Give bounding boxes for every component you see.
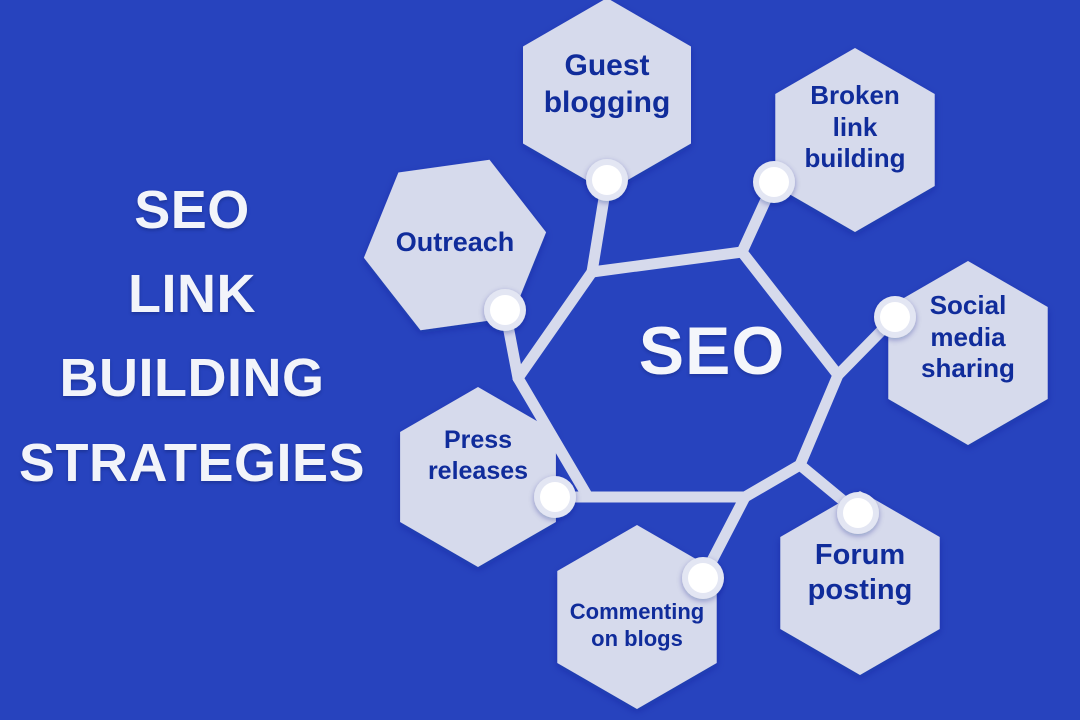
node-dot-forum-posting[interactable] <box>843 498 873 528</box>
node-dot-guest-blogging[interactable] <box>592 165 622 195</box>
hexagon-press-releases[interactable] <box>400 387 556 567</box>
hexagon-shapes <box>363 0 1048 709</box>
node-dot-outreach[interactable] <box>490 295 520 325</box>
ring-segment-2 <box>794 369 844 471</box>
hexagon-forum-posting[interactable] <box>780 491 940 675</box>
ring-segment-0 <box>586 246 748 278</box>
hexagon-commenting-on-blogs[interactable] <box>557 525 717 709</box>
ring-segment-5 <box>512 372 594 503</box>
hexagon-guest-blogging[interactable] <box>523 0 691 192</box>
center-label: SEO <box>638 313 786 389</box>
node-dot-social-media-sharing[interactable] <box>880 302 910 332</box>
node-dot-press-releases[interactable] <box>540 482 570 512</box>
hexagon-outreach[interactable] <box>363 159 547 331</box>
page-title: SEO LINK BUILDING STRATEGIES <box>18 180 366 493</box>
ring-segment-1 <box>736 246 844 381</box>
hexagon-social-media-sharing[interactable] <box>888 261 1048 445</box>
ring-segment-3 <box>739 459 806 503</box>
connector-lines <box>512 246 844 503</box>
node-dot-broken-link-building[interactable] <box>759 167 789 197</box>
ring-segment-6 <box>512 266 598 384</box>
node-circles <box>484 159 916 599</box>
hexagon-broken-link-building[interactable] <box>775 48 935 232</box>
node-dot-commenting-on-blogs[interactable] <box>688 563 718 593</box>
